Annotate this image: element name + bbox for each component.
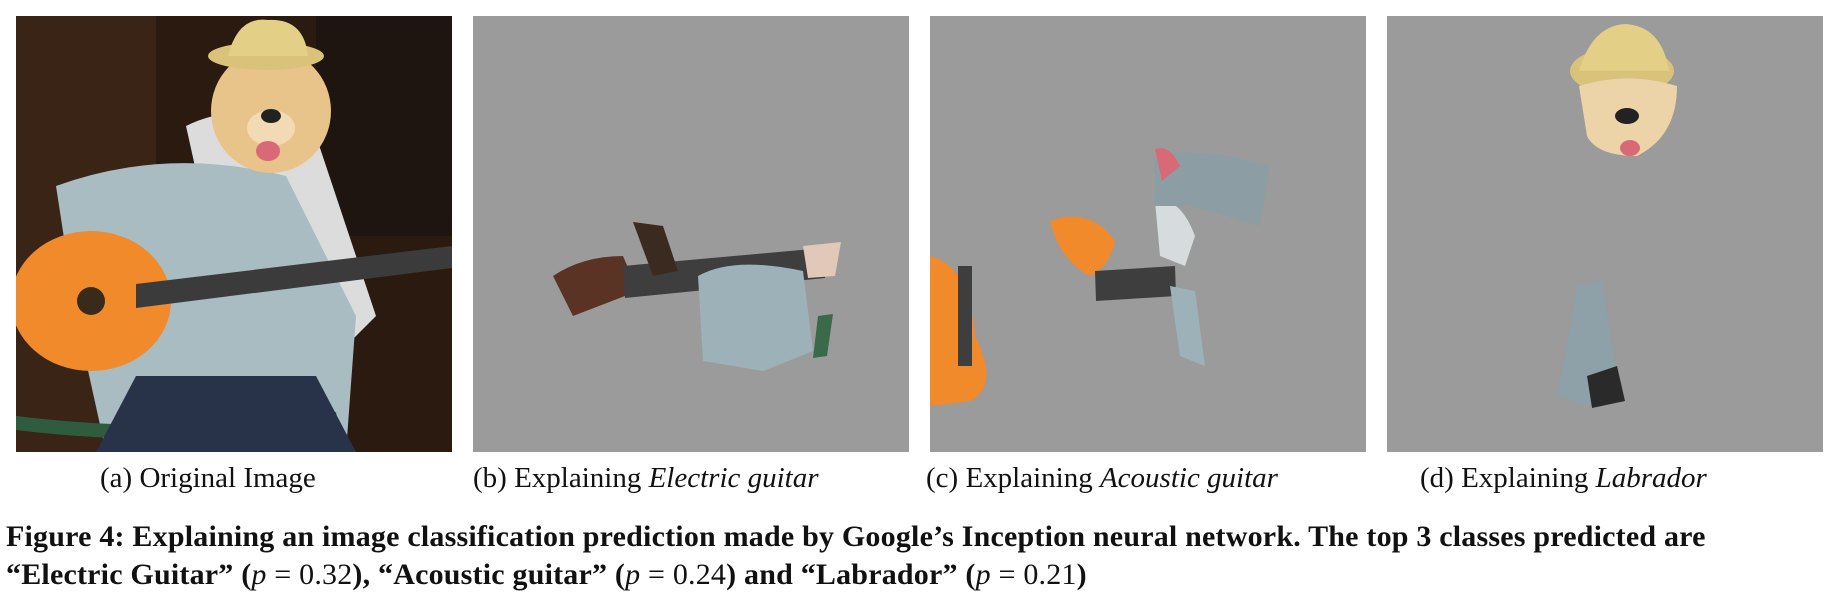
explanation-labrador — [1387, 16, 1823, 452]
figure-caption: Figure 4: Explaining an image classifica… — [6, 518, 1826, 594]
mask-labrador — [1387, 16, 1823, 452]
subcaption-d-class: Labrador — [1595, 462, 1707, 494]
explanation-acoustic-guitar — [930, 16, 1366, 452]
caption-mid1: ), “Acoustic guitar” ( — [352, 558, 626, 591]
subcaption-c-class: Acoustic guitar — [1099, 462, 1278, 494]
subcaption-a-text: Original Image — [139, 462, 316, 494]
subcaption-c-label: (c) — [926, 462, 959, 494]
subcaption-d: (d) Explaining Labrador — [1420, 462, 1707, 495]
dog-guitar-photo — [16, 16, 452, 452]
mask-acoustic-guitar — [930, 16, 1366, 452]
caption-prefix: Figure 4: Explaining an image classifica… — [6, 520, 1706, 591]
caption-p1-value: = 0.32 — [266, 558, 353, 591]
subcaption-b: (b) Explaining Electric guitar — [473, 462, 819, 495]
caption-p1-symbol: p — [251, 558, 267, 591]
subcaption-c: (c) Explaining Acoustic guitar — [926, 462, 1278, 495]
caption-mid2: ) and “Labrador” ( — [726, 558, 976, 591]
caption-p2-value: = 0.24 — [640, 558, 727, 591]
subcaption-d-label: (d) — [1420, 462, 1454, 494]
caption-p3-value: = 0.21 — [990, 558, 1077, 591]
caption-p3-symbol: p — [975, 558, 991, 591]
original-image — [16, 16, 452, 452]
subcaption-c-text: Explaining — [965, 462, 1093, 494]
subcaption-b-text: Explaining — [514, 462, 642, 494]
subcaption-a-label: (a) — [100, 462, 133, 494]
caption-end: ) — [1076, 558, 1087, 591]
subcaption-d-text: Explaining — [1461, 462, 1589, 494]
subcaption-a: (a) Original Image — [100, 462, 316, 495]
subcaption-b-class: Electric guitar — [648, 462, 819, 494]
explanation-electric-guitar — [473, 16, 909, 452]
caption-p2-symbol: p — [625, 558, 641, 591]
subcaption-b-label: (b) — [473, 462, 507, 494]
mask-electric-guitar — [473, 16, 909, 452]
